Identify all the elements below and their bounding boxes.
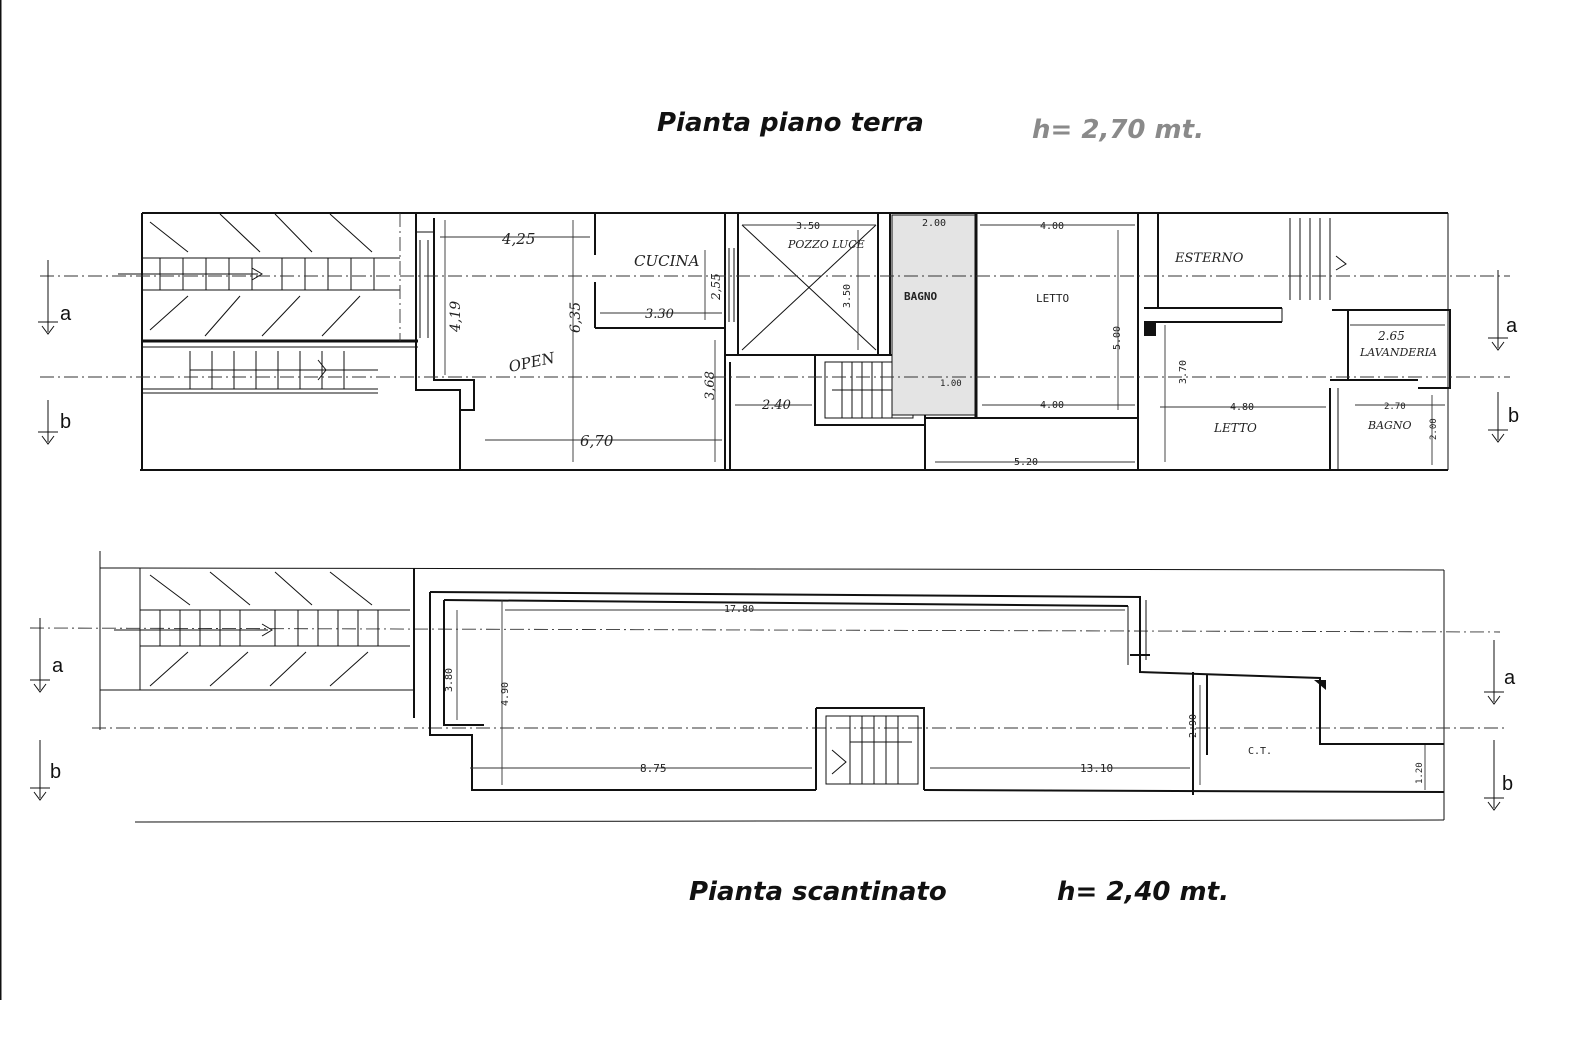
dim-2-40: 2.40 <box>761 398 791 413</box>
room-esterno: ESTERNO <box>1174 251 1244 266</box>
basement-plan: C.T. 17.80 3.80 4.90 8.75 13.10 2.90 1.2… <box>29 551 1505 823</box>
ground-floor-plan: CUCINA OPEN POZZO LUCE BAGNO LETTO ESTER… <box>40 212 1510 471</box>
dim-3-50-top: 3.50 <box>796 221 820 232</box>
dim-3-70: 3.70 <box>1178 360 1189 384</box>
ground-floor-height-note: h= 2,70 mt. <box>1032 115 1204 145</box>
dim-3-50-vert: 3.50 <box>842 284 853 308</box>
room-letto-right: LETTO <box>1213 421 1257 435</box>
dim-4-80: 4.80 <box>1230 402 1254 413</box>
dim-2-70: 2.70 <box>1384 402 1406 412</box>
basement-walls <box>429 591 1445 795</box>
dim-1-00: 1.00 <box>940 379 962 389</box>
dim-2-90: 2.90 <box>1188 714 1199 738</box>
section-a-left-basement: a <box>52 655 64 677</box>
section-marks-ground: a b a b <box>38 260 1519 445</box>
section-a-right-basement: a <box>1504 667 1516 689</box>
dim-17-80: 17.80 <box>724 604 754 615</box>
dim-13-10: 13.10 <box>1080 762 1113 775</box>
dim-4-90: 4.90 <box>500 682 511 706</box>
dim-6-70: 6,70 <box>580 432 614 450</box>
room-pozzo-luce: POZZO LUCE <box>787 238 865 251</box>
room-bagno-center: BAGNO <box>904 290 937 303</box>
dim-3-68: 3,68 <box>703 371 718 400</box>
dim-4-25: 4,25 <box>501 230 535 248</box>
section-marks-basement: a b a b <box>30 618 1516 811</box>
dim-2-55: 2,55 <box>709 273 723 301</box>
section-a-left-ground: a <box>60 303 72 325</box>
ground-walls <box>415 213 1451 470</box>
dim-2-00-right: 2.00 <box>1429 418 1439 440</box>
dim-3-80: 3.80 <box>444 668 455 692</box>
dim-8-75: 8.75 <box>640 762 667 775</box>
basement-stair-core <box>815 707 925 790</box>
ground-floor-title: Pianta piano terra <box>657 108 924 138</box>
basement-height-note: h= 2,40 mt. <box>1057 877 1229 907</box>
basement-stairs-left <box>100 568 415 718</box>
section-a-right-ground: a <box>1506 315 1518 337</box>
dim-4-00-top: 4.00 <box>1040 221 1064 232</box>
section-b-left-ground: b <box>60 411 71 433</box>
dim-4-00-bot: 4.00 <box>1040 400 1064 411</box>
room-ct: C.T. <box>1248 746 1272 757</box>
room-lavanderia: LAVANDERIA <box>1359 346 1437 359</box>
dim-4-19: 4,19 <box>448 301 464 333</box>
dim-6-35: 6,35 <box>568 302 584 333</box>
ground-stairs-left <box>118 213 418 394</box>
section-b-left-basement: b <box>50 761 61 783</box>
basement-title: Pianta scantinato <box>689 877 947 907</box>
room-bagno-right: BAGNO <box>1367 419 1411 432</box>
room-cucina: CUCINA <box>634 252 700 270</box>
section-b-right-basement: b <box>1502 773 1513 795</box>
dim-2-00-top: 2.00 <box>922 218 946 229</box>
dim-1-20: 1.20 <box>1415 762 1425 784</box>
room-letto-center: LETTO <box>1036 292 1069 305</box>
dim-3-30: 3.30 <box>645 307 674 322</box>
room-open: OPEN <box>507 348 557 375</box>
dim-2-65: 2.65 <box>1377 329 1405 343</box>
dim-5-20: 5.20 <box>1014 457 1038 468</box>
dim-5-00: 5.00 <box>1112 326 1123 350</box>
section-b-right-ground: b <box>1508 405 1519 427</box>
